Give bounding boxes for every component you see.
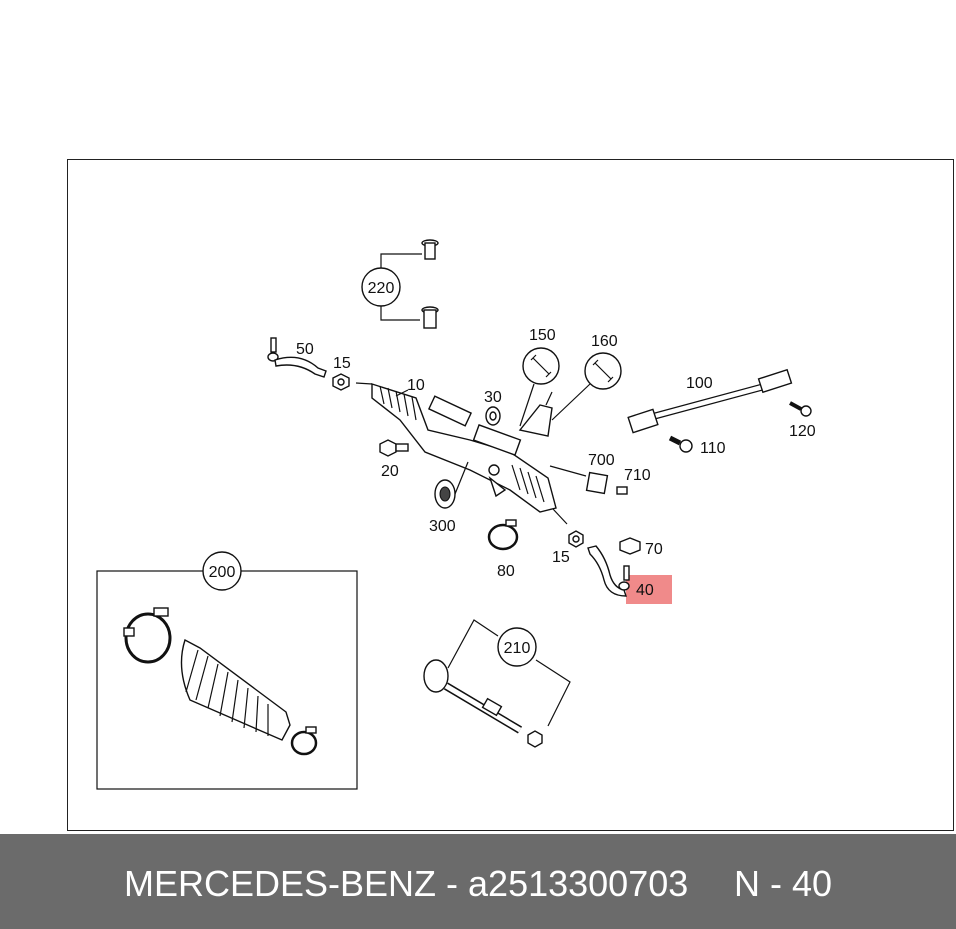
callout-200-circle[interactable] [202, 551, 242, 591]
callout-100: 100 [686, 375, 713, 392]
callout-160: 160 [591, 333, 618, 350]
callout-20: 20 [381, 463, 399, 480]
bellows-boot [180, 638, 291, 741]
callout-50: 50 [296, 341, 314, 358]
bolt-110 [668, 435, 693, 453]
nut-70 [619, 537, 641, 555]
callout-30: 30 [484, 389, 502, 406]
nut-210 [527, 730, 543, 748]
footer-bar: MERCEDES-BENZ - a2513300703 N - 40 [0, 834, 956, 929]
wrench-icon [530, 354, 552, 378]
callout-120: 120 [789, 423, 816, 440]
position-number: N - 40 [734, 863, 833, 904]
bushing-top [421, 239, 439, 260]
callout-300: 300 [429, 518, 456, 535]
callout-220: 220 [368, 280, 395, 297]
callout-80: 80 [497, 563, 515, 580]
callout-150: 150 [529, 327, 556, 344]
diagram-frame [67, 159, 954, 831]
boot-clamp-small [290, 726, 318, 756]
callout-40: 40 [636, 582, 654, 599]
callout-70: 70 [645, 541, 663, 558]
highlight-40[interactable] [626, 575, 672, 604]
callout-110: 110 [700, 440, 726, 457]
callout-200: 200 [209, 564, 236, 581]
boot-clamp-large [123, 607, 172, 664]
callout-15-left: 15 [333, 355, 351, 372]
bolt-20 [379, 439, 409, 457]
tie-rod-end-left [267, 337, 327, 378]
intermediate-shaft [627, 368, 793, 434]
inner-tie-rod [423, 659, 523, 734]
callout-210: 210 [504, 640, 531, 657]
callout-10: 10 [407, 377, 425, 394]
brand-part-number: MERCEDES-BENZ - a2513300703 [124, 863, 689, 904]
wrench-icon [592, 359, 614, 383]
plug-710 [616, 486, 628, 495]
callout-710: 710 [624, 467, 651, 484]
callout-700: 700 [588, 452, 615, 469]
tie-rod-end-right [587, 545, 630, 597]
valve-700 [585, 471, 609, 495]
bushing-bottom [421, 306, 439, 329]
callout-15-right: 15 [552, 549, 570, 566]
callout-210-circle[interactable] [497, 627, 537, 667]
bolt-120 [789, 401, 812, 417]
clamp-80 [487, 519, 519, 551]
steering-rack [355, 382, 568, 525]
